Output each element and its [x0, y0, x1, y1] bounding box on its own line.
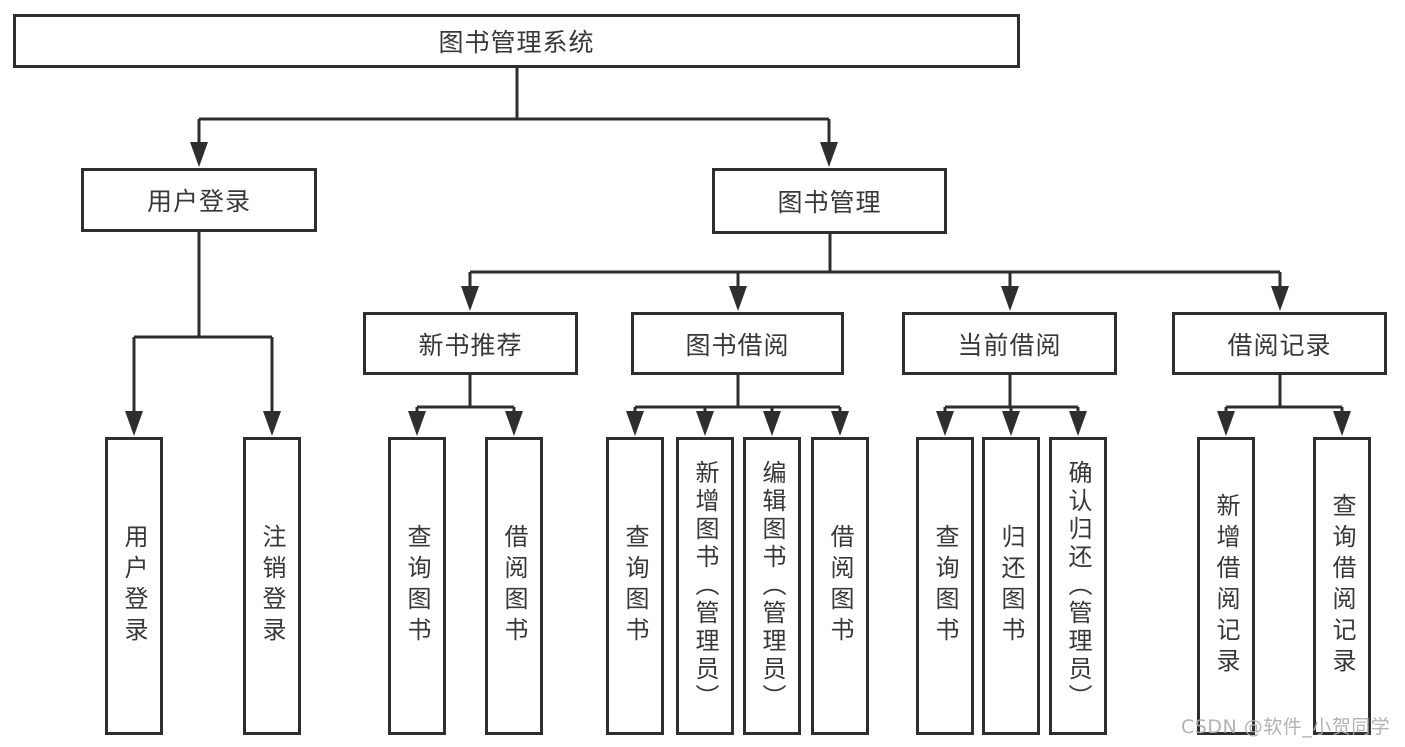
leaf-query-books-borrow: 查询图书	[606, 437, 664, 735]
leaf-query-books-current: 查询图书	[916, 437, 974, 735]
node-book-borrow: 图书借阅	[631, 312, 844, 375]
csdn-watermark: CSDN @软件_小贺同学	[1181, 716, 1391, 738]
leaf-confirm-return-admin: 确认归还（管理员）	[1049, 437, 1107, 735]
connector-new-book-recommend-to-leaves	[415, 375, 516, 416]
node-user-login: 用户登录	[81, 168, 317, 232]
arrowheads-current-borrow-leaves	[936, 411, 1087, 436]
node-book-management: 图书管理	[712, 168, 947, 234]
leaf-return-books: 归还图书	[982, 437, 1040, 735]
arrowheads-level2	[190, 142, 838, 167]
arrowheads-user-login-leaves	[125, 411, 281, 436]
leaf-query-books-recommend: 查询图书	[388, 437, 446, 735]
arrowheads-book-borrow-leaves	[626, 411, 849, 436]
leaf-borrow-books-borrow: 借阅图书	[811, 437, 869, 735]
connector-root-to-level2	[197, 68, 831, 148]
arrowheads-new-book-recommend-leaves	[408, 411, 523, 436]
node-new-book-recommend: 新书推荐	[363, 312, 578, 375]
connector-user-login-to-leaves	[132, 232, 274, 416]
leaf-user-login: 用户登录	[105, 437, 163, 735]
node-current-borrow: 当前借阅	[902, 312, 1117, 375]
connector-book-borrow-to-leaves	[633, 375, 842, 416]
leaf-edit-books-admin: 编辑图书（管理员）	[743, 437, 801, 735]
leaf-borrow-books-recommend: 借阅图书	[485, 437, 543, 735]
leaf-logout: 注销登录	[243, 437, 301, 735]
leaf-query-borrow-record: 查询借阅记录	[1313, 437, 1371, 735]
node-borrow-records: 借阅记录	[1172, 312, 1387, 375]
arrowheads-borrow-records-leaves	[1217, 411, 1351, 436]
connector-book-management-to-level3	[468, 234, 1282, 291]
connector-borrow-records-to-leaves	[1224, 375, 1344, 416]
leaf-add-books-admin: 新增图书（管理员）	[676, 437, 734, 735]
node-library-management-system: 图书管理系统	[13, 14, 1020, 68]
leaf-add-borrow-record: 新增借阅记录	[1197, 437, 1255, 735]
arrowheads-level3	[461, 286, 1289, 311]
connector-current-borrow-to-leaves	[943, 375, 1080, 416]
